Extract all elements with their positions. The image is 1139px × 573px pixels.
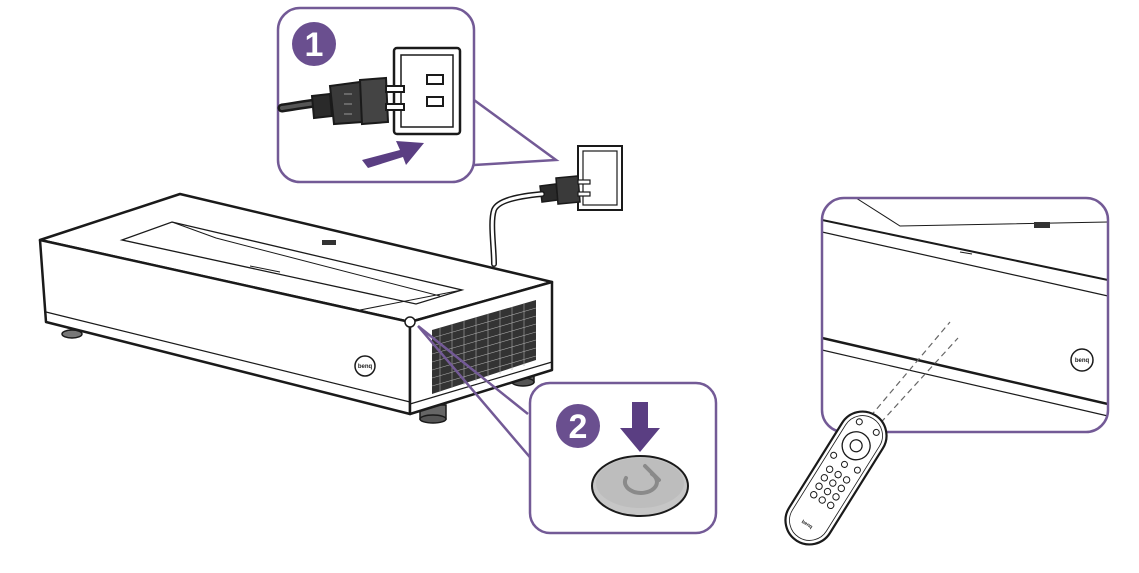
step-number-2: 2 [569, 408, 588, 446]
power-button-location [404, 316, 416, 328]
projector: benq [38, 192, 554, 424]
push-arrow-icon [362, 141, 424, 168]
power-symbol-icon [591, 455, 689, 517]
svg-text:benq: benq [358, 364, 373, 370]
svg-text:benq: benq [800, 519, 813, 530]
callout-frame-3 [820, 196, 1110, 434]
press-down-arrow-icon [620, 402, 660, 452]
svg-text:benq: benq [1075, 358, 1090, 364]
step-badge-2: 2 [556, 404, 600, 448]
wall-outlet-installed [489, 145, 623, 267]
power-plug-icon [277, 76, 405, 126]
step-number-1: 1 [305, 26, 324, 64]
step-badge-1: 1 [292, 22, 336, 66]
callout-remote-power: benq [820, 196, 1110, 434]
wall-outlet-icon [392, 46, 462, 136]
brand-logo: benq [354, 355, 376, 377]
remote-control-icon: benq [784, 410, 888, 546]
callout-plug-in: 1 [276, 6, 560, 184]
vent-grille [431, 300, 537, 394]
callout-press-power: 2 [417, 325, 718, 535]
